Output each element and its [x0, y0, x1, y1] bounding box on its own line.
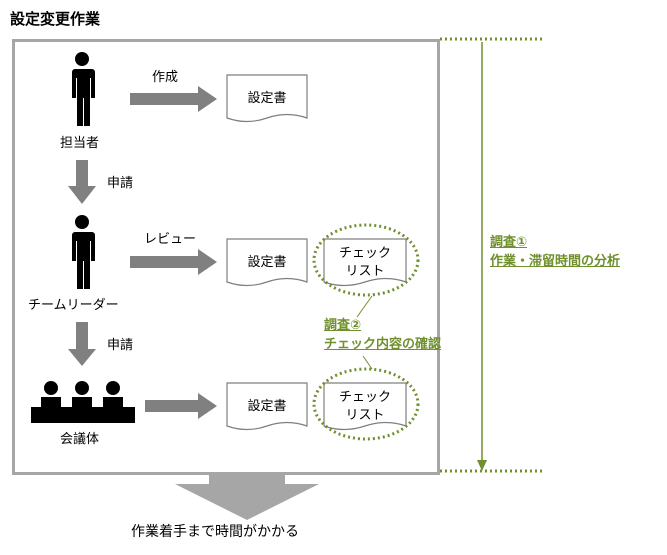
actor-label-person: 担当者 — [60, 136, 100, 151]
page-title: 設定変更作業 — [10, 10, 101, 28]
checklist-highlight-ellipse — [312, 367, 420, 441]
review-arrow — [130, 249, 217, 275]
apply-arrow-label: 申請 — [107, 176, 134, 191]
checklist-label-line1: チェック — [339, 246, 391, 261]
survey1-subject: 作業・滞留時間の分析 — [490, 254, 621, 269]
spec-document-label: 設定書 — [247, 398, 286, 414]
survey2-callout: 調査② チェック内容の確認 — [324, 316, 441, 354]
checklist-label-line2: リスト — [345, 264, 384, 279]
spec-document: 設定書 — [226, 74, 308, 123]
actor-label-team-leader: チームリーダー — [28, 298, 119, 313]
callout-line — [356, 295, 373, 318]
survey1-callout: 調査① 作業・滞留時間の分析 — [490, 233, 620, 271]
callout-line — [362, 355, 373, 370]
review-arrow-label: レビュー — [144, 232, 197, 247]
checklist-highlight-ellipse — [312, 223, 420, 297]
spec-document-label: 設定書 — [247, 254, 286, 270]
checklist-document: チェック リスト — [323, 238, 407, 287]
checklist-label-line2: リスト — [345, 408, 384, 423]
group-arrow — [145, 393, 217, 419]
apply-arrow-2 — [68, 322, 96, 366]
person-icon — [72, 215, 95, 289]
actor-label-meeting: 会議体 — [60, 432, 100, 447]
apply-arrow-1 — [68, 160, 96, 204]
apply-arrow-label: 申請 — [107, 338, 134, 353]
delay-arrow — [175, 472, 319, 520]
checklist-document: チェック リスト — [323, 382, 407, 431]
spec-document: 設定書 — [226, 382, 308, 431]
create-arrow-label: 作成 — [152, 70, 179, 85]
survey1-label: 調査① — [490, 235, 528, 250]
delay-caption: 作業着手まで時間がかかる — [131, 524, 299, 540]
spec-document-label: 設定書 — [247, 90, 286, 106]
spec-document: 設定書 — [226, 238, 308, 287]
create-arrow — [130, 86, 217, 112]
survey2-subject: チェック内容の確認 — [324, 337, 442, 352]
survey2-label: 調査② — [324, 318, 362, 333]
person-icon — [72, 52, 95, 126]
range-arrowhead — [477, 460, 487, 471]
meeting-group-icon — [31, 381, 135, 423]
checklist-label-line1: チェック — [339, 390, 391, 405]
